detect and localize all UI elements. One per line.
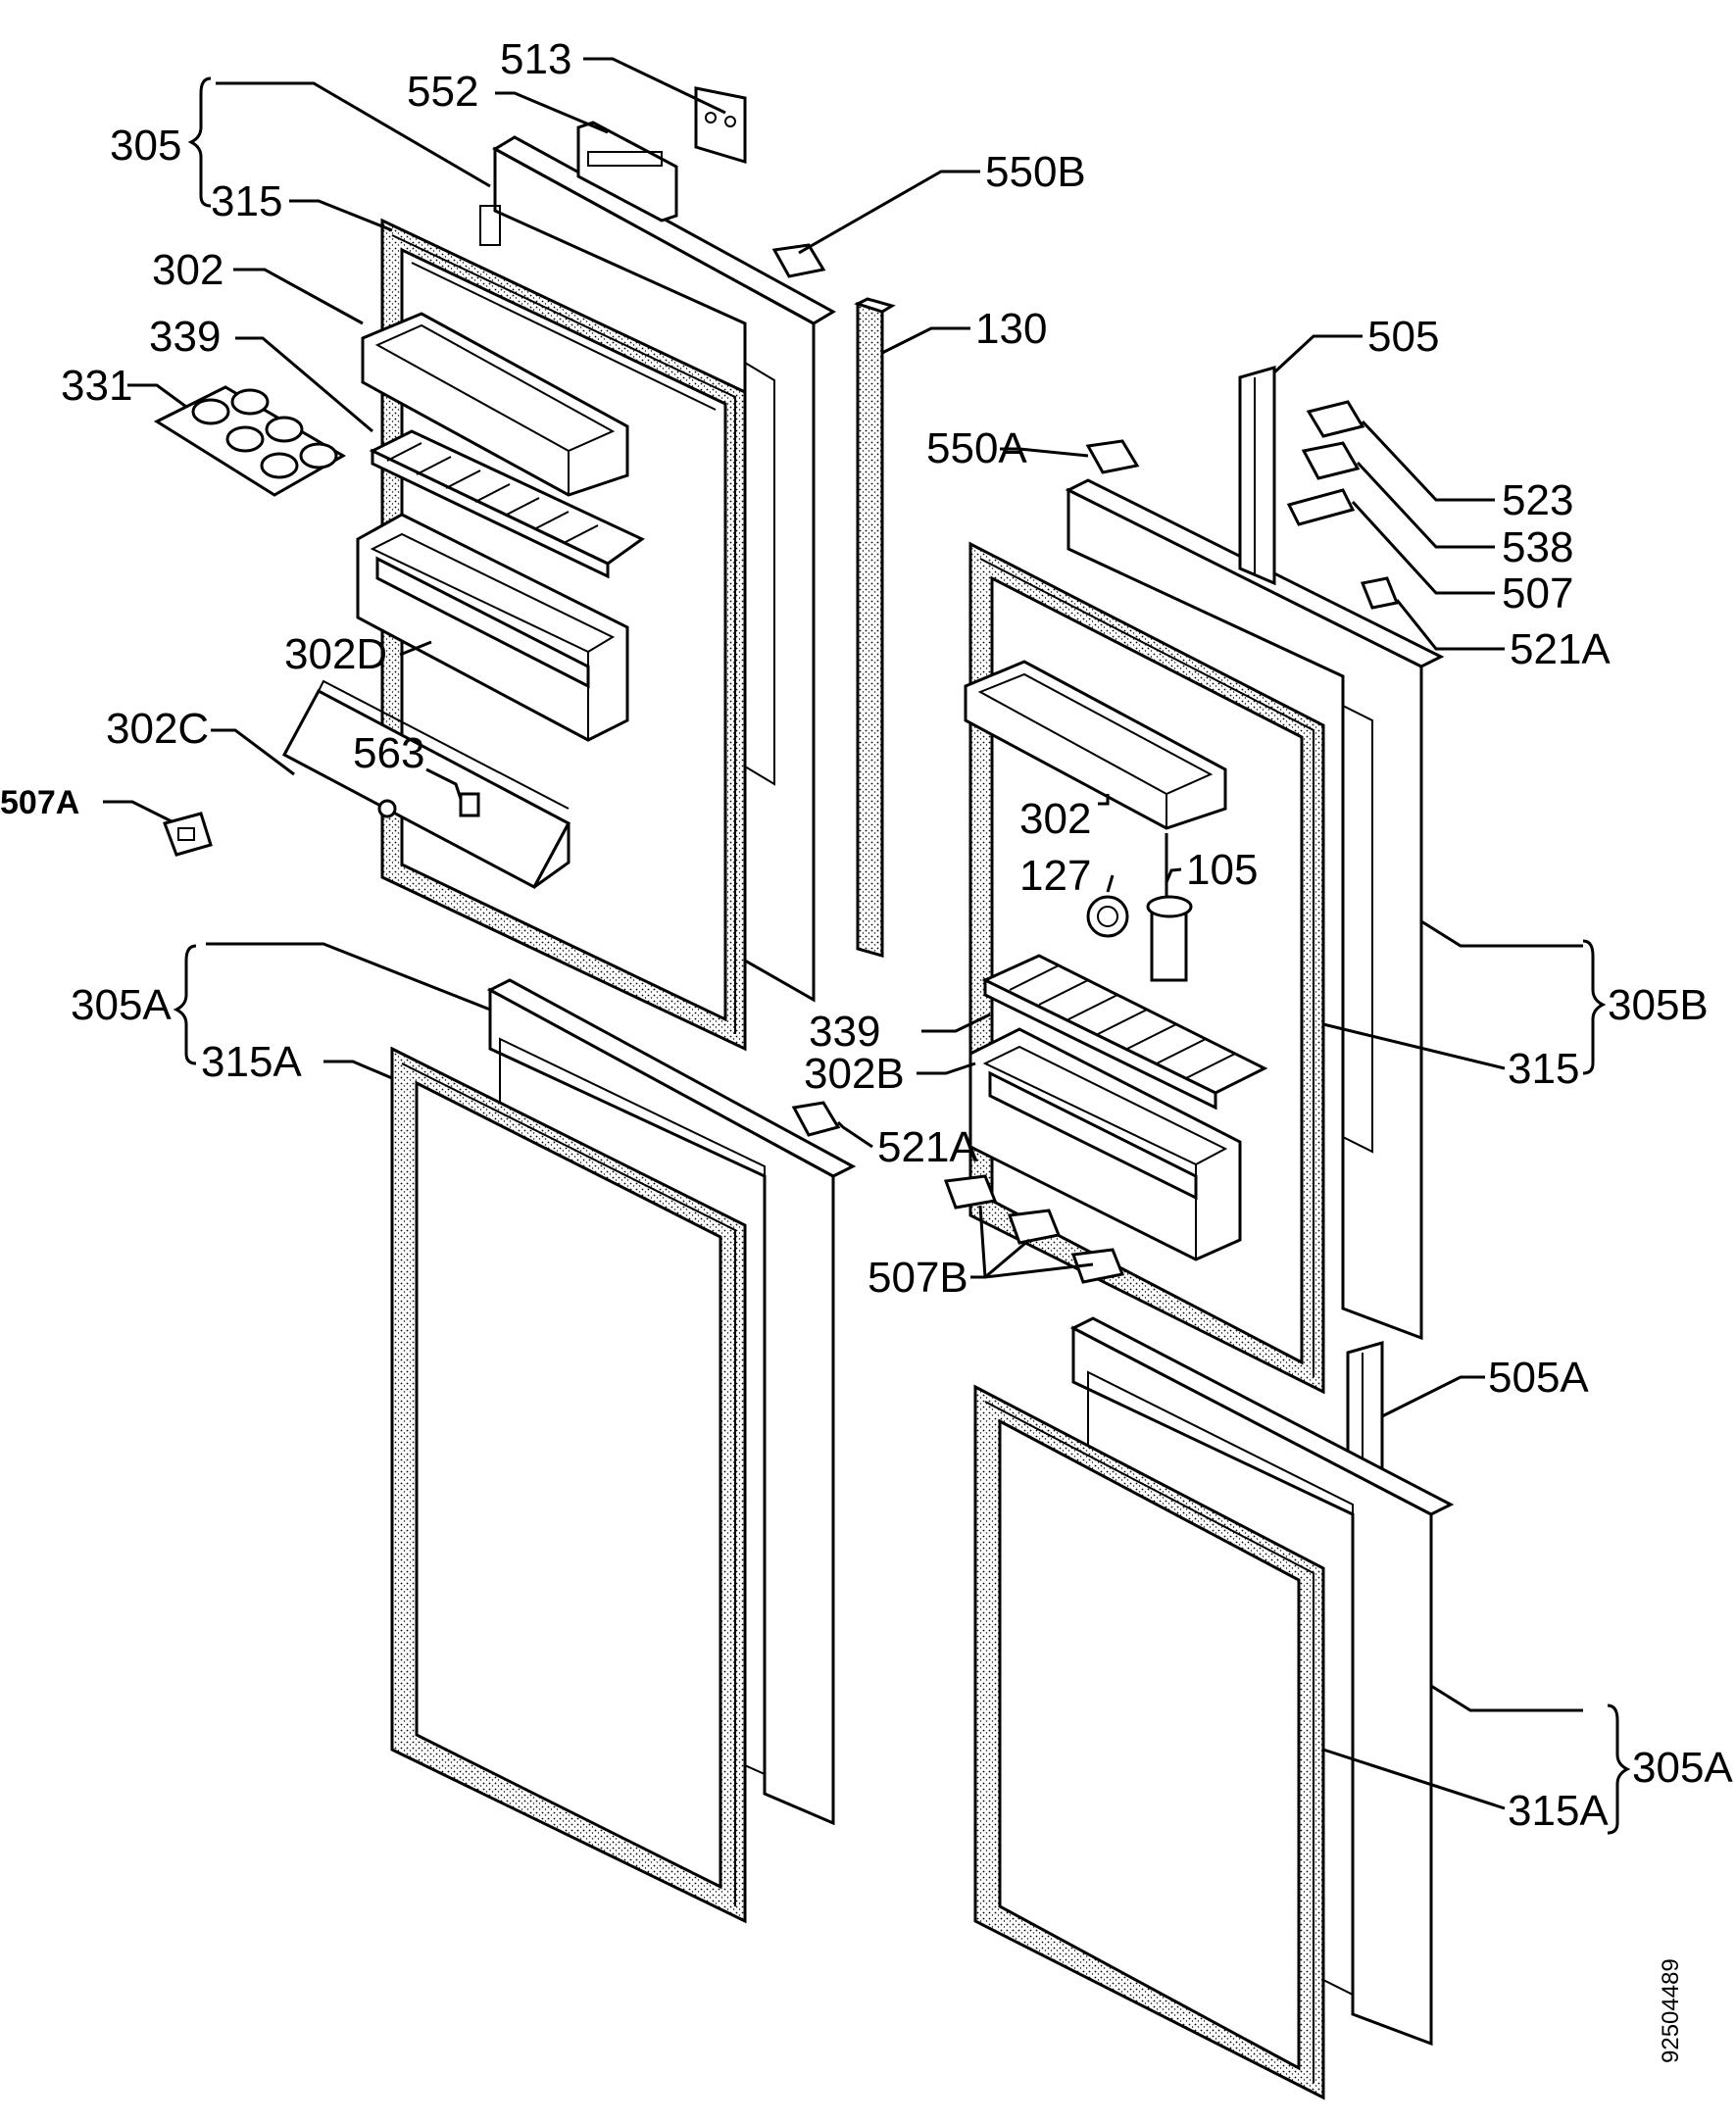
label-305-top: 305: [110, 122, 181, 170]
label-505A: 505A: [1488, 1354, 1589, 1402]
clip-507A: [163, 812, 213, 857]
label-302C: 302C: [106, 705, 209, 753]
label-305B: 305B: [1608, 981, 1709, 1029]
label-521A-top: 521A: [1510, 625, 1611, 673]
label-339-top: 339: [149, 313, 221, 361]
label-538: 538: [1502, 523, 1573, 571]
label-127: 127: [1019, 852, 1091, 900]
label-305A-left: 305A: [71, 981, 172, 1029]
label-550A: 550A: [926, 424, 1027, 472]
label-331: 331: [61, 362, 132, 410]
lower-left-door-gasket: [390, 1046, 747, 1924]
label-302D: 302D: [284, 630, 387, 678]
lower-right-door-gasket: [973, 1384, 1325, 2100]
handle-552: [576, 121, 678, 222]
label-339-right: 339: [809, 1008, 880, 1056]
hinge-parts-523-538-507: [1286, 400, 1365, 526]
label-302-right: 302: [1019, 795, 1091, 843]
part-labels: 513 552 305 315 302 339 331 302D 302C 56…: [0, 35, 1733, 1835]
ribbed-insert-339-left: [369, 429, 645, 579]
door-shelf-302: [361, 312, 629, 497]
knob-127: [1086, 895, 1129, 938]
label-563: 563: [353, 729, 424, 777]
cap-550A: [1085, 439, 1140, 474]
door-bin-302B: [968, 1027, 1242, 1261]
label-305A-right: 305A: [1632, 1744, 1733, 1792]
door-bin-302C: [281, 679, 571, 890]
label-315A-left: 315A: [201, 1038, 302, 1086]
label-507: 507: [1502, 569, 1573, 617]
label-552: 552: [407, 68, 478, 116]
label-302-top: 302: [152, 246, 223, 294]
label-105: 105: [1186, 846, 1258, 894]
door-bin-302D: [356, 513, 629, 742]
label-315-right: 315: [1508, 1045, 1579, 1093]
label-505: 505: [1367, 313, 1439, 361]
label-507A: 507A: [0, 784, 79, 821]
hinge-plate-513: [694, 86, 747, 165]
cap-521A-mid: [791, 1101, 841, 1137]
egg-tray-331: [153, 385, 346, 497]
label-507B: 507B: [868, 1254, 968, 1302]
label-513: 513: [500, 35, 571, 83]
label-523: 523: [1502, 476, 1573, 524]
thermostat-105: [1146, 833, 1193, 982]
profile-strip-130: [854, 297, 896, 958]
strip-505: [1238, 366, 1276, 586]
label-302B: 302B: [804, 1050, 905, 1098]
ribbed-insert-339-right: [981, 954, 1268, 1111]
cap-550B: [771, 243, 826, 278]
leader-lines: [103, 57, 1583, 1810]
document-number: 92504489: [1658, 1958, 1684, 2063]
label-315-top: 315: [211, 177, 282, 225]
cap-521A-top: [1360, 576, 1400, 610]
label-550B: 550B: [985, 148, 1086, 196]
label-315A-right: 315A: [1508, 1787, 1609, 1835]
label-130: 130: [975, 305, 1047, 353]
braces: [173, 76, 1631, 1835]
label-521A-mid: 521A: [877, 1123, 978, 1171]
lower-right-door-panel: [1069, 1316, 1455, 2047]
strip-505A: [1346, 1341, 1384, 1472]
clips-507B: [943, 1174, 1125, 1284]
door-shelf-302-right: [964, 660, 1227, 830]
